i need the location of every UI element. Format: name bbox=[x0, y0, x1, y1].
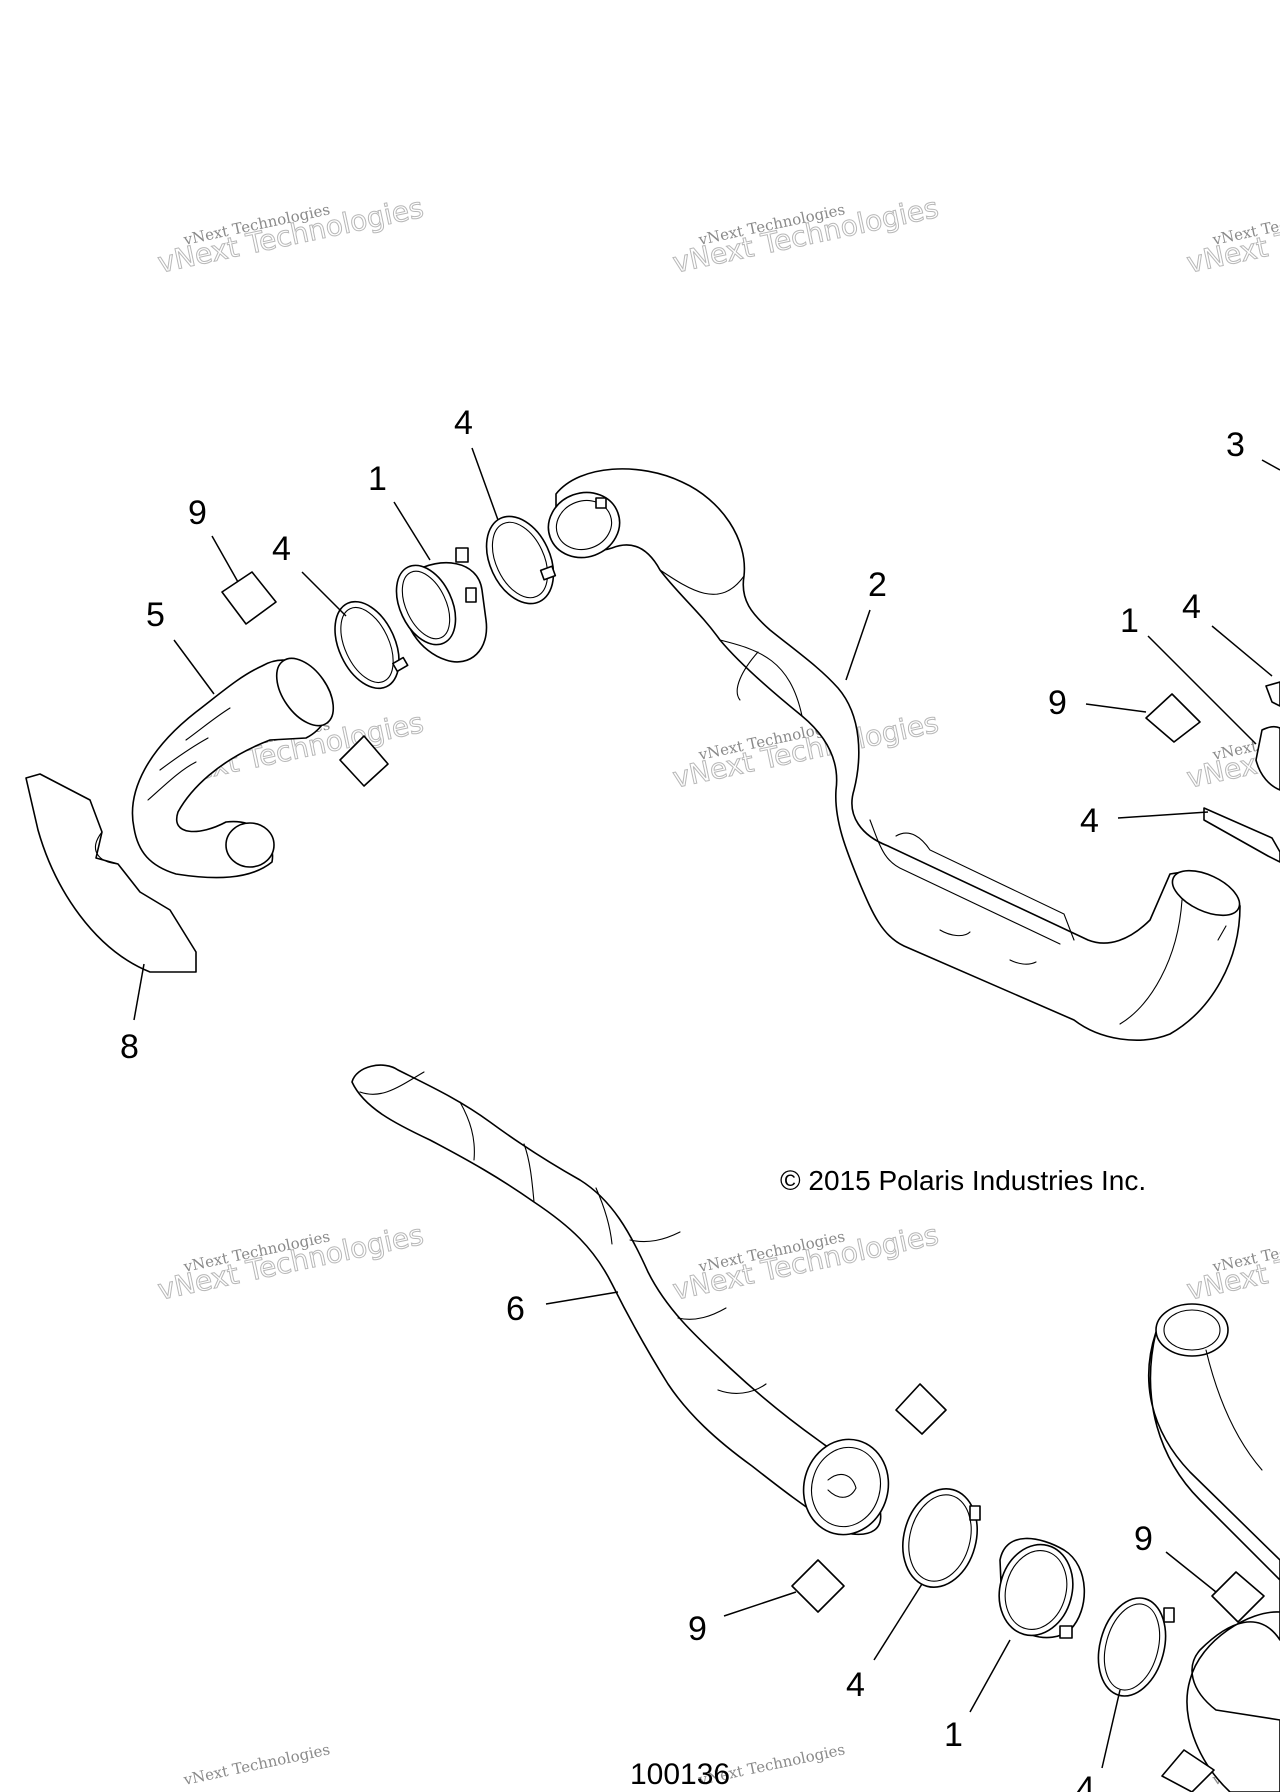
leader-lines bbox=[133, 447, 1280, 1769]
watermark-small-text: vNext Technologies bbox=[181, 1740, 331, 1789]
callout-4-right-lower: 4 bbox=[1080, 802, 1099, 840]
tag-9 bbox=[1161, 1749, 1215, 1792]
part-8-heat-shield bbox=[25, 773, 197, 973]
tag-9 bbox=[339, 735, 389, 787]
part-2-intake-duct bbox=[547, 468, 1241, 1041]
part-9-tags bbox=[221, 571, 1265, 1792]
watermark: vNext Technologies vNext Technologies bbox=[154, 1218, 427, 1308]
watermark: vNext Technologies bbox=[181, 1740, 331, 1789]
callout-9-top-left: 9 bbox=[188, 494, 207, 532]
part-duct-lower-right bbox=[1147, 1303, 1280, 1792]
watermark: vNext Technologies vNext Technologies bbox=[154, 191, 427, 281]
tag-9 bbox=[221, 571, 277, 625]
part-5-elbow-duct bbox=[131, 657, 335, 879]
part-6-lower-duct bbox=[351, 1064, 890, 1536]
part-4-clamp-bottom-right bbox=[1097, 1597, 1175, 1697]
callout-1-right: 1 bbox=[1120, 602, 1139, 640]
callout-4-right-upper: 4 bbox=[1182, 588, 1201, 626]
callout-4-left: 4 bbox=[272, 530, 291, 568]
callout-9-right: 9 bbox=[1048, 684, 1067, 722]
drawing-id: 100136 bbox=[630, 1758, 730, 1791]
tag-9 bbox=[895, 1383, 947, 1435]
tag-9 bbox=[1211, 1571, 1265, 1623]
callout-9-bottom-right: 9 bbox=[1134, 1520, 1153, 1558]
callout-9-bottom-left: 9 bbox=[688, 1610, 707, 1648]
watermark: vNext Technologies vNext Technologies bbox=[1183, 191, 1280, 281]
callout-6: 6 bbox=[506, 1290, 525, 1328]
part-1-coupler-top bbox=[395, 547, 488, 663]
part-1-coupler-bottom bbox=[998, 1537, 1086, 1639]
callouts: 9 4 1 4 5 8 2 3 4 1 9 4 6 9 9 4 1 4 bbox=[120, 404, 1245, 1792]
callout-2: 2 bbox=[868, 566, 887, 604]
part-4-clamp-left bbox=[334, 600, 409, 690]
callout-1-top: 1 bbox=[368, 460, 387, 498]
callout-4-top: 4 bbox=[454, 404, 473, 442]
watermark: vNext Technologies vNext Technologies bbox=[1183, 1218, 1280, 1308]
watermark: vNext Technologies vNext Technologies bbox=[669, 191, 942, 281]
callout-8: 8 bbox=[120, 1028, 139, 1066]
tag-9 bbox=[1145, 693, 1201, 743]
callout-4-bottom: 4 bbox=[846, 1666, 865, 1704]
part-4-clamp-bottom bbox=[902, 1488, 981, 1588]
callout-4-bottom-right: 4 bbox=[1076, 1770, 1095, 1792]
callout-3: 3 bbox=[1226, 426, 1245, 464]
copyright-notice: © 2015 Polaris Industries Inc. bbox=[780, 1165, 1146, 1196]
part-4-clamp-top bbox=[485, 515, 557, 605]
watermark: vNext Technologies vNext Technologies bbox=[669, 1218, 942, 1308]
part-partial-upper-right bbox=[1203, 681, 1280, 863]
tag-9 bbox=[791, 1559, 845, 1613]
callout-1-bottom: 1 bbox=[944, 1716, 963, 1754]
callout-5: 5 bbox=[146, 596, 165, 634]
